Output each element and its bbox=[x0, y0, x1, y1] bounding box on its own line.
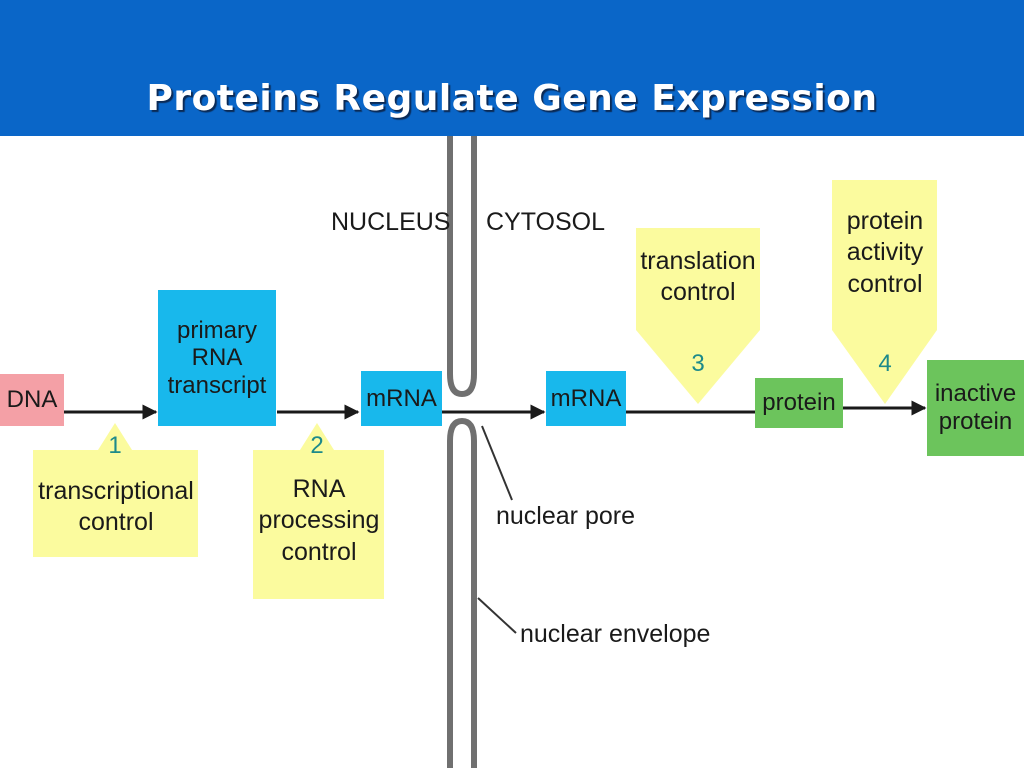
callout-1-shape bbox=[33, 423, 198, 557]
slide-title: Proteins Regulate Gene Expression bbox=[146, 78, 878, 119]
primary-rna-transcript-box: primary RNA transcript bbox=[158, 290, 276, 426]
step-label-2: RNA processing control bbox=[258, 475, 380, 566]
diagram-graphics bbox=[33, 136, 937, 768]
mrna-nucleus-box: mRNA bbox=[361, 371, 442, 426]
callout-3-shape bbox=[636, 228, 760, 404]
step-number-2: 2 bbox=[310, 432, 324, 459]
nuclear-envelope-leader bbox=[477, 597, 517, 634]
protein-box: protein bbox=[755, 378, 843, 428]
step-number-1: 1 bbox=[108, 432, 122, 459]
step-number-3: 3 bbox=[691, 350, 705, 377]
gene-expression-diagram: DNA primary RNA transcript mRNA mRNA pro… bbox=[0, 136, 1024, 768]
step-label-1: transcriptional control bbox=[38, 477, 194, 537]
nuclear-pore-label: nuclear pore bbox=[496, 502, 635, 530]
dna-box: DNA bbox=[0, 374, 64, 426]
nuclear-envelope-label: nuclear envelope bbox=[520, 620, 711, 648]
nuclear-envelope-lower bbox=[447, 417, 477, 768]
nucleus-label: NUCLEUS bbox=[331, 208, 451, 236]
callout-4-shape bbox=[832, 180, 937, 404]
step-label-3: translation control bbox=[640, 247, 756, 307]
mrna-cytosol-box: mRNA bbox=[546, 371, 626, 426]
inactive-protein-box: inactive protein bbox=[927, 360, 1024, 456]
nuclear-pore-leader bbox=[481, 425, 513, 501]
step-label-4: protein activity control bbox=[846, 207, 924, 298]
title-bar bbox=[0, 0, 1024, 136]
nuclear-envelope-upper bbox=[447, 136, 477, 398]
cytosol-label: CYTOSOL bbox=[486, 208, 606, 236]
callout-2-shape bbox=[253, 423, 384, 599]
step-number-4: 4 bbox=[878, 350, 892, 377]
